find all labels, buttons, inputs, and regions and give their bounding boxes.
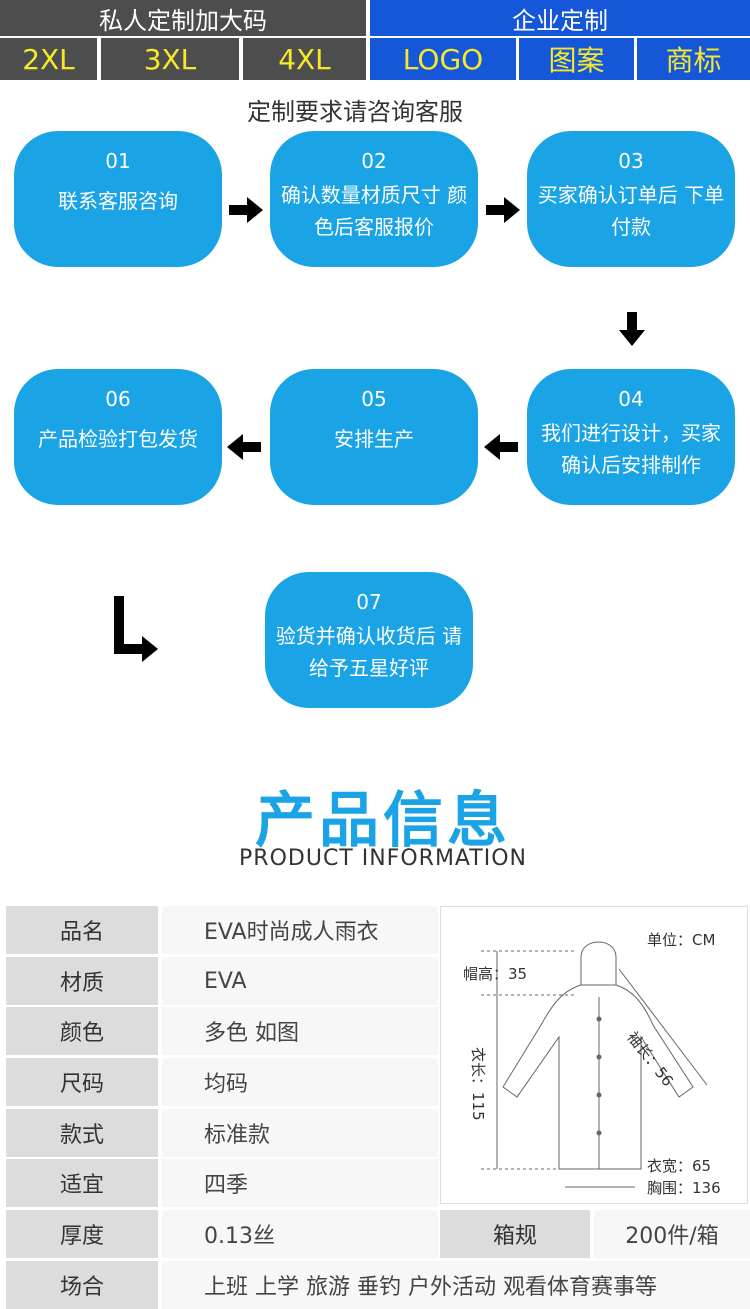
- step-07: 07 验货并确认收货后 请给予五星好评: [265, 572, 473, 708]
- diagram-chest: 胸围：136: [647, 1179, 721, 1197]
- info-value: EVA: [162, 957, 438, 1005]
- enterprise-custom-title: 企业定制: [512, 6, 608, 35]
- product-info-subtitle: PRODUCT INFORMATION: [239, 846, 527, 871]
- arrow-down-icon: [619, 312, 645, 346]
- info-label: 颜色: [6, 1007, 158, 1055]
- info-value: 四季: [162, 1159, 438, 1207]
- diagram-length: 衣长：115: [469, 1047, 487, 1121]
- diagram-width: 衣宽：65: [647, 1157, 712, 1175]
- step-text: 验货并确认收货后 请给予五星好评: [275, 624, 463, 680]
- step-number: 04: [618, 387, 644, 411]
- step-number: 06: [105, 387, 131, 411]
- info-value: 均码: [162, 1058, 438, 1106]
- step-01: 01 联系客服咨询: [14, 131, 222, 267]
- arrow-right-icon: [229, 197, 263, 223]
- custom-logo: LOGO: [370, 38, 516, 80]
- private-custom-header: 私人定制加大码: [0, 0, 366, 36]
- turn-right-arrow-icon: [114, 596, 158, 662]
- custom-trademark: 商标: [637, 38, 750, 80]
- private-custom-title: 私人定制加大码: [99, 6, 267, 35]
- size-3xl-label: 3XL: [143, 42, 197, 76]
- step-03: 03 买家确认订单后 下单付款: [527, 131, 735, 267]
- info-label: 材质: [6, 957, 158, 1005]
- info-label: 适宜: [6, 1159, 158, 1207]
- size-4xl-label: 4XL: [278, 42, 331, 76]
- info-value: 0.13丝: [162, 1210, 438, 1258]
- step-number: 03: [618, 149, 644, 173]
- custom-pattern-label: 图案: [548, 44, 605, 77]
- step-text: 确认数量材质尺寸 颜色后客服报价: [280, 183, 468, 239]
- product-info-title: 产品信息: [255, 786, 511, 856]
- arrow-left-icon: [484, 434, 518, 460]
- raincoat-outline-icon: [481, 941, 708, 1188]
- diagram-hood-height: 帽高：35: [463, 965, 528, 983]
- size-2xl: 2XL: [0, 38, 97, 80]
- step-number: 02: [361, 149, 387, 173]
- step-02: 02 确认数量材质尺寸 颜色后客服报价: [270, 131, 478, 267]
- size-3xl: 3XL: [101, 38, 239, 80]
- raincoat-size-diagram: 单位：CM 帽高：35 袖长：56 衣长：115 衣宽：65 胸围：136: [440, 906, 748, 1204]
- size-4xl: 4XL: [243, 38, 366, 80]
- diagram-unit: 单位：CM: [647, 931, 716, 949]
- info-value: EVA时尚成人雨衣: [162, 906, 438, 954]
- step-text: 买家确认订单后 下单付款: [537, 183, 725, 239]
- info-label: 尺码: [6, 1058, 158, 1106]
- info-label: 场合: [6, 1261, 158, 1309]
- enterprise-custom-header: 企业定制: [370, 0, 750, 36]
- custom-pattern: 图案: [519, 38, 634, 80]
- arrow-right-icon: [486, 197, 520, 223]
- step-number: 07: [356, 590, 382, 614]
- info-value: 上班 上学 旅游 垂钓 户外活动 观看体育赛事等: [162, 1261, 750, 1309]
- arrow-left-icon: [227, 434, 261, 460]
- step-04: 04 我们进行设计，买家 确认后安排制作: [527, 369, 735, 505]
- box-spec-value: 200件/箱: [594, 1210, 750, 1258]
- box-spec-label: 箱规: [440, 1210, 590, 1258]
- step-text: 产品检验打包发货: [38, 427, 198, 451]
- custom-trademark-label: 商标: [665, 44, 722, 77]
- size-2xl-label: 2XL: [22, 42, 75, 76]
- info-value: 多色 如图: [162, 1007, 438, 1055]
- info-label: 品名: [6, 906, 158, 954]
- info-label: 厚度: [6, 1210, 158, 1258]
- step-06: 06 产品检验打包发货: [14, 369, 222, 505]
- info-value: 标准款: [162, 1109, 438, 1157]
- step-05: 05 安排生产: [270, 369, 478, 505]
- step-number: 05: [361, 387, 387, 411]
- step-text: 安排生产: [334, 427, 414, 451]
- step-text: 联系客服咨询: [58, 189, 178, 213]
- custom-note: 定制要求请咨询客服: [247, 98, 463, 126]
- custom-logo-label: LOGO: [402, 42, 484, 76]
- info-label: 款式: [6, 1109, 158, 1157]
- step-text: 我们进行设计，买家 确认后安排制作: [541, 421, 721, 477]
- step-number: 01: [105, 149, 131, 173]
